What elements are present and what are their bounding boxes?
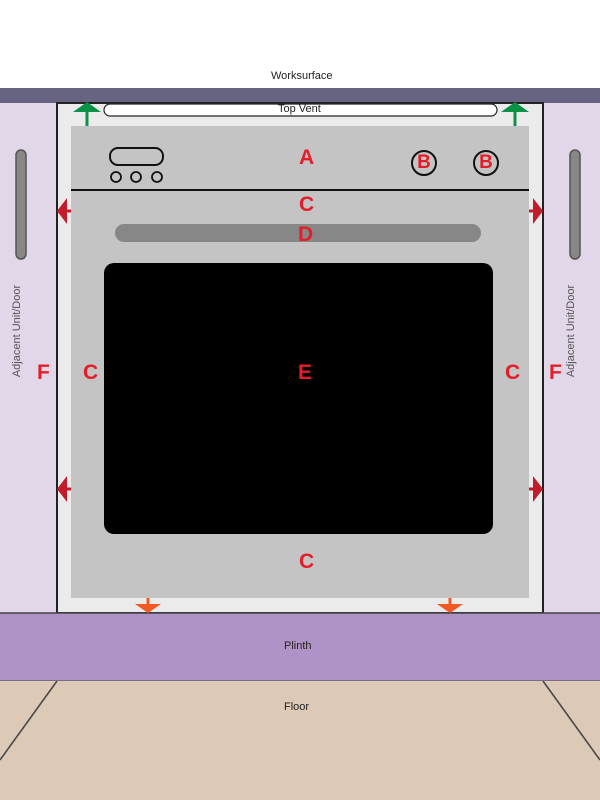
marker-c-right: C — [505, 361, 521, 384]
worksurface-label: Worksurface — [271, 70, 333, 82]
plinth-label: Plinth — [284, 640, 312, 652]
plinth-bar — [0, 613, 600, 681]
control-knob-icon — [130, 171, 142, 183]
worksurface-bar — [0, 88, 600, 103]
floor-perspective-right — [542, 680, 600, 761]
oven-door-handle — [115, 224, 481, 242]
top-vent — [103, 103, 498, 117]
vent-up-arrow-left-icon — [73, 102, 101, 126]
marker-b-circle: B — [473, 150, 499, 176]
floor-label: Floor — [284, 701, 310, 713]
marker-b: B — [417, 152, 431, 173]
control-knob-icon — [110, 171, 122, 183]
side-arrow-right-upper-icon — [529, 198, 543, 224]
marker-b: B — [479, 152, 493, 173]
side-arrow-left-upper-icon — [57, 198, 71, 224]
vent-up-arrow-right-icon — [501, 102, 529, 126]
marker-f-right: F — [549, 361, 562, 384]
control-knob-icon — [151, 171, 163, 183]
marker-f-left: F — [37, 361, 50, 384]
adjacent-unit-right-label: Adjacent Unit/Door — [565, 284, 577, 378]
marker-b-circle: B — [411, 150, 437, 176]
floor-perspective-left — [0, 680, 58, 761]
display-icon — [109, 147, 164, 166]
floor-area — [0, 681, 600, 800]
marker-c-left: C — [83, 361, 99, 384]
top-vent-label: Top Vent — [278, 103, 321, 115]
marker-a: A — [299, 146, 315, 169]
down-arrow-right-icon — [437, 598, 463, 613]
side-arrow-left-lower-icon — [57, 476, 71, 502]
down-arrow-left-icon — [135, 598, 161, 613]
adjacent-unit-left-label: Adjacent Unit/Door — [11, 284, 23, 378]
marker-e: E — [298, 361, 313, 384]
marker-c-top: C — [299, 193, 315, 216]
adjacent-unit-left — [0, 103, 57, 613]
marker-d: D — [298, 223, 314, 246]
oven-window — [104, 263, 493, 534]
adjacent-handle-right — [569, 149, 581, 260]
adjacent-handle-left — [15, 149, 27, 260]
side-arrow-right-lower-icon — [529, 476, 543, 502]
marker-c-bottom: C — [299, 550, 315, 573]
